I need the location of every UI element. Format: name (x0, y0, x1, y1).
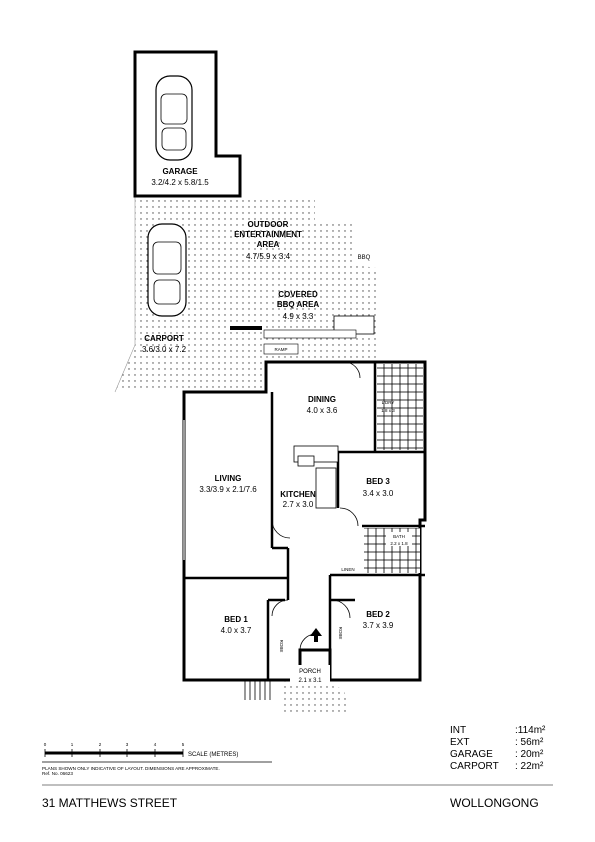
front-steps (244, 680, 271, 700)
area-row: GARAGE : 20m² (450, 749, 565, 761)
area-label: INT (450, 725, 467, 736)
reference-number: Ref. No. 06623 (42, 771, 73, 776)
garage-label: GARAGE (162, 167, 198, 176)
outdoor-label-2: ENTERTAINMENT (234, 230, 302, 239)
robe2-label: ROBE (338, 627, 343, 640)
ramp-label: RAMP (274, 347, 287, 352)
laundry-label: L'DRY (382, 400, 395, 405)
covered-dims: 4.9 x 3.3 (283, 312, 314, 321)
outdoor-label-3: AREA (257, 240, 280, 249)
bed3-dims: 3.4 x 3.0 (363, 489, 394, 498)
bbq-label: BBQ (358, 255, 371, 261)
garage (133, 50, 242, 198)
scale-tick-4: 4 (154, 742, 157, 747)
scale-note: PLANS SHOWN ONLY INDICATIVE OF LAYOUT. D… (42, 766, 262, 776)
laundry-floor (377, 364, 423, 450)
linen-label: LINEN (341, 567, 354, 572)
scale-tick-0: 0 (44, 742, 47, 747)
carport-dims: 3.6/3.0 x 7.2 (142, 345, 187, 354)
scale-tick-2: 2 (99, 742, 102, 747)
kitchen-bench (293, 445, 339, 509)
scale-tick-5: 5 (182, 742, 185, 747)
scale-label: SCALE (METRES) (188, 752, 238, 758)
robe1-label: ROBE (279, 640, 284, 653)
bath-dims: 2.2 x 1.8 (390, 541, 408, 546)
area-label: EXT (450, 737, 470, 748)
laundry-dims: 1.8 x 3 (381, 408, 395, 413)
area-value: : 22m² (515, 761, 544, 772)
living-label: LIVING (215, 474, 242, 483)
bed2-label: BED 2 (366, 610, 390, 619)
area-row: INT :114m² (450, 725, 565, 737)
bed1-dims: 4.0 x 3.7 (221, 626, 252, 635)
area-value: : 56m² (515, 737, 544, 748)
area-label: GARAGE (450, 749, 493, 760)
covered-label-2: BBQ AREA (277, 300, 320, 309)
kitchen-label: KITCHEN (280, 490, 316, 499)
kitchen-dims: 2.7 x 3.0 (283, 500, 314, 509)
carport-car-icon (147, 223, 187, 317)
porch-dims: 2.1 x 3.1 (298, 678, 322, 684)
bbq-bench (230, 315, 375, 355)
scale-bar: 0 1 2 3 4 5 SCALE (METRES) (42, 742, 272, 763)
scale-tick-3: 3 (126, 742, 129, 747)
entry-arrow-icon (310, 628, 322, 642)
area-label: CARPORT (450, 761, 499, 772)
porch-label: PORCH (299, 669, 321, 675)
bed1-label: BED 1 (224, 615, 248, 624)
bath-label: BATH (393, 534, 405, 539)
area-row: EXT : 56m² (450, 737, 565, 749)
area-value: : 20m² (515, 749, 544, 760)
scale-tick-1: 1 (71, 742, 74, 747)
living-dims: 3.3/3.9 x 2.1/7.6 (199, 485, 257, 494)
disclaimer-text: PLANS SHOWN ONLY INDICATIVE OF LAYOUT. D… (42, 766, 220, 771)
bed2-dims: 3.7 x 3.9 (363, 621, 394, 630)
outdoor-label-1: OUTDOOR (248, 220, 289, 229)
covered-label-1: COVERED (278, 290, 318, 299)
dining-dims: 4.0 x 3.6 (307, 406, 338, 415)
bed3-label: BED 3 (366, 477, 390, 486)
property-suburb: WOLLONGONG (450, 796, 539, 810)
area-value: :114m² (515, 725, 546, 736)
property-address: 31 MATTHEWS STREET (42, 796, 178, 810)
outdoor-dims: 4.7/5.9 x 3.4 (246, 252, 291, 261)
area-summary: INT :114m² EXT : 56m² GARAGE : 20m² CARP… (450, 725, 565, 773)
carport-label: CARPORT (144, 334, 184, 343)
garage-dims: 3.2/4.2 x 5.8/1.5 (151, 178, 209, 187)
garage-car-icon (155, 75, 193, 161)
dining-label: DINING (308, 395, 336, 404)
area-row: CARPORT : 22m² (450, 761, 565, 773)
